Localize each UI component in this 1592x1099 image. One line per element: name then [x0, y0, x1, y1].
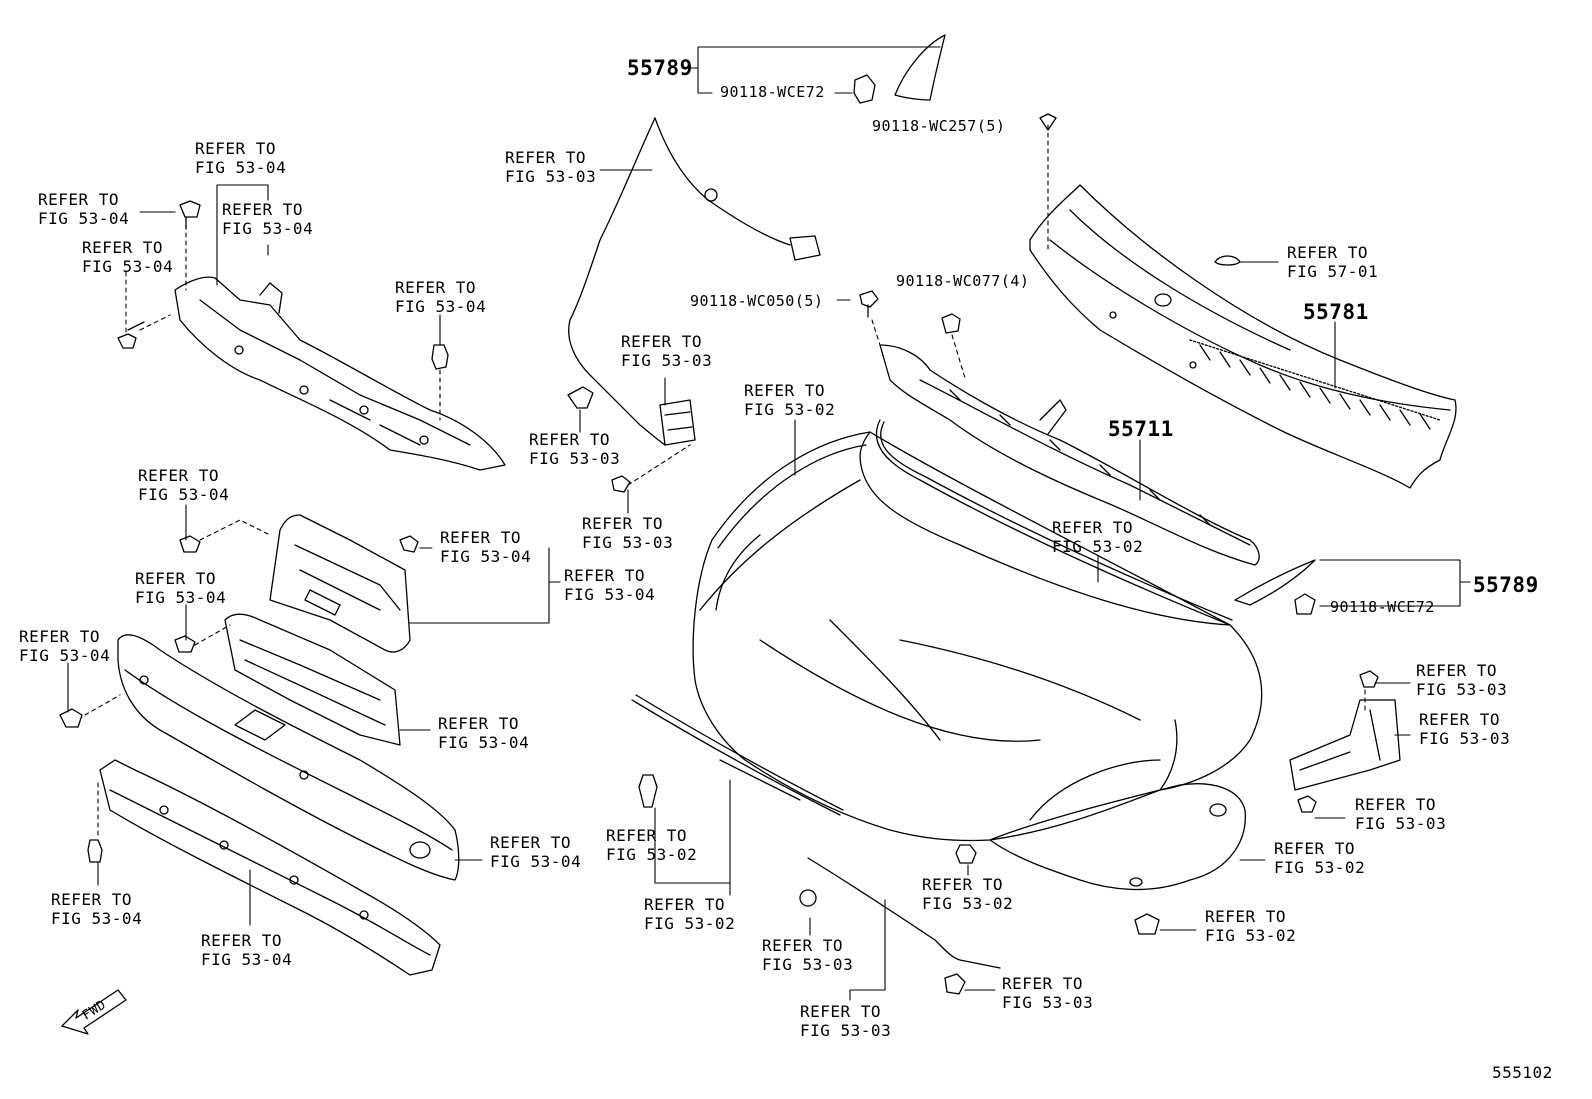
- side-cowl-cover-right[interactable]: [1234, 559, 1316, 606]
- clip-90118-wce72-top[interactable]: 90118-WCE72: [720, 83, 825, 101]
- part-number-55789-right[interactable]: 55789: [1473, 573, 1539, 597]
- hood-rear-seal[interactable]: [875, 419, 1233, 626]
- air-guide-upper[interactable]: [269, 514, 411, 653]
- clip-90118-wc077[interactable]: 90118-WC077(4): [896, 272, 1030, 290]
- hood-release-cable[interactable]: [568, 117, 821, 446]
- bumper-reinforcement[interactable]: [117, 634, 460, 881]
- hood-panel[interactable]: [692, 431, 1263, 842]
- hood-support-rod[interactable]: [807, 857, 1001, 969]
- clip-90118-wce72-right[interactable]: 90118-WCE72: [1330, 598, 1435, 616]
- diagram-id: 555102: [1492, 1063, 1553, 1082]
- air-guide-lower[interactable]: [224, 613, 401, 746]
- part-number-55781[interactable]: 55781: [1303, 300, 1369, 324]
- cowl-panel-55711[interactable]: [879, 344, 1260, 566]
- part-number-55789-top[interactable]: 55789: [627, 56, 693, 80]
- fwd-arrow-icon: [61, 989, 127, 1035]
- leader-lines: [67, 46, 1471, 1001]
- hood-front-seal[interactable]: [631, 694, 844, 816]
- part-number-55711[interactable]: 55711: [1108, 417, 1174, 441]
- radiator-support-upper[interactable]: [174, 276, 506, 471]
- cowl-louver-55781[interactable]: [1029, 184, 1457, 489]
- lower-support[interactable]: [99, 759, 441, 976]
- hood-hinge[interactable]: [1289, 699, 1401, 791]
- clip-90118-wc050[interactable]: 90118-WC050(5): [690, 292, 824, 310]
- hood-insulator[interactable]: [989, 783, 1246, 891]
- side-cowl-cover-upper[interactable]: [894, 34, 946, 101]
- clip-90118-wc257[interactable]: 90118-WC257(5): [872, 117, 1006, 135]
- hood-lock[interactable]: [659, 399, 696, 446]
